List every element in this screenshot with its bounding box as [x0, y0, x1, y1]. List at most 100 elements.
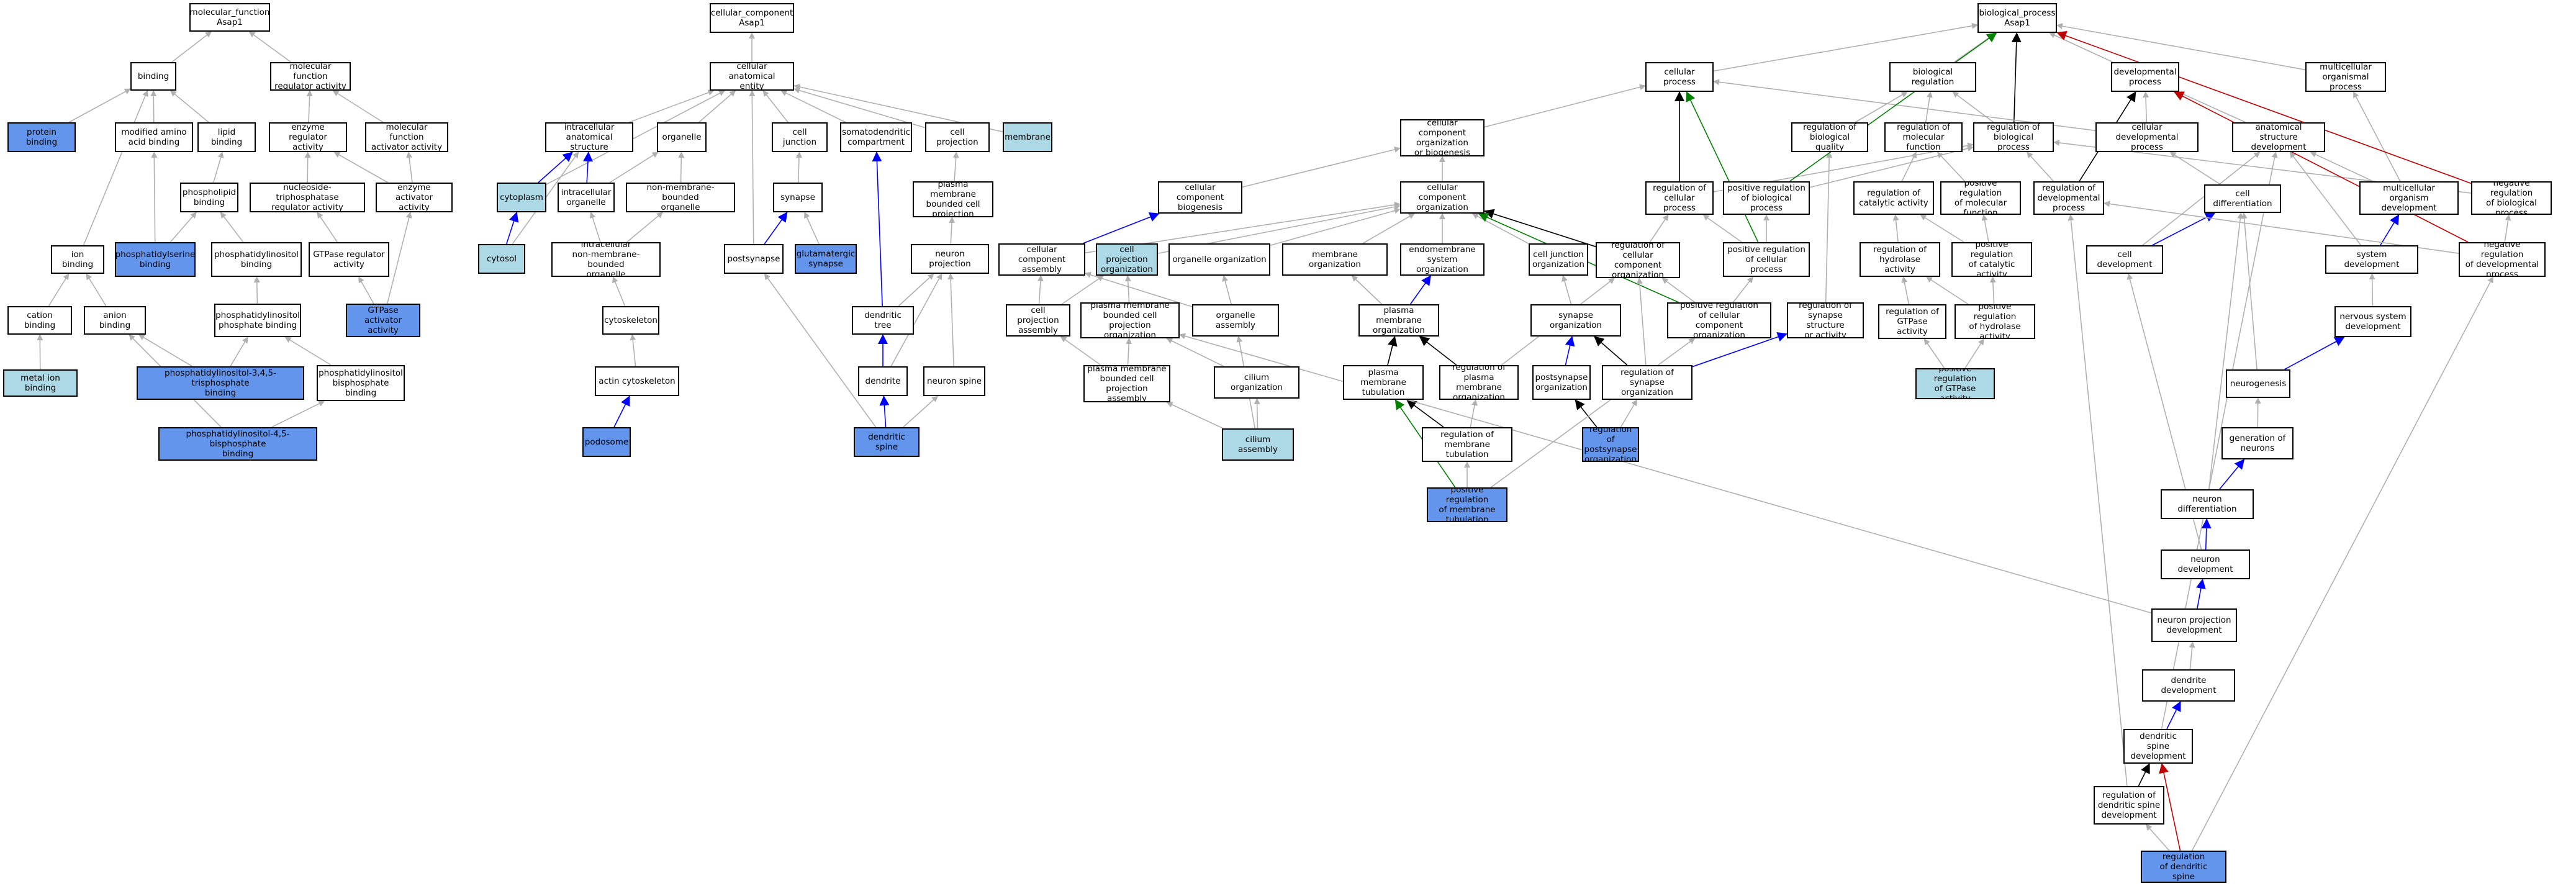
anion-binding-node[interactable]: anion binding — [84, 306, 146, 335]
non-membrane-organelle-node[interactable]: non-membrane-bounded organelle — [626, 183, 735, 212]
enzyme-regulator-node[interactable]: enzyme regulator activity — [269, 122, 347, 152]
mf-regulator-node[interactable]: molecular function regulator activity — [270, 62, 351, 91]
pm-tubulation-node[interactable]: plasma membrane tubulation — [1343, 365, 1424, 400]
pm-org-node[interactable]: plasma membrane organization — [1358, 304, 1439, 337]
endomembrane-org-node[interactable]: endomembrane system organization — [1400, 243, 1485, 276]
neuron-projection-node[interactable]: neuron projection — [911, 244, 989, 274]
neg-reg-bp-node[interactable]: negative regulation of biological proces… — [2471, 181, 2552, 215]
enzyme-activator-node[interactable]: enzyme activator activity — [376, 183, 453, 212]
reg-synapse-structure-node[interactable]: regulation of synapse structure or activ… — [1787, 302, 1864, 338]
synapse-node[interactable]: synapse — [773, 183, 823, 212]
pos-reg-cc-org-node[interactable]: positive regulation of cellular componen… — [1667, 302, 1771, 338]
mf-activator-node[interactable]: molecular function activator activity — [365, 122, 448, 152]
pos-reg-cellular-process-node[interactable]: positive regulation of cellular process — [1723, 242, 1810, 277]
cc-organization-node[interactable]: cellular component organization — [1400, 181, 1485, 214]
cytoskeleton-node[interactable]: cytoskeleton — [602, 306, 659, 335]
intracellular-nmb-organelle-node[interactable]: intracellular non-membrane-bounded organ… — [551, 242, 661, 277]
pi-bisphosphate-binding-node[interactable]: phosphatidylinositol bisphosphate bindin… — [317, 365, 405, 401]
pos-reg-hydrolase-node[interactable]: positive regulation of hydrolase activit… — [1955, 304, 2035, 339]
reg-biological-process-node[interactable]: regulation of biological process — [1973, 122, 2054, 152]
neg-reg-dev-process-node[interactable]: negative regulation of developmental pro… — [2459, 242, 2546, 277]
multicellular-process-node[interactable]: multicellular organismal process — [2305, 62, 2386, 92]
reg-hydrolase-node[interactable]: regulation of hydrolase activity — [1860, 242, 1940, 277]
podosome-node[interactable]: podosome — [582, 427, 631, 457]
membrane-node[interactable]: membrane — [1003, 122, 1052, 152]
intracellular-structure-node[interactable]: intracellular anatomical structure — [545, 122, 633, 152]
phosphatidylserine-binding-node[interactable]: phosphatidylserine binding — [115, 242, 196, 277]
reg-synapse-org-node[interactable]: regulation of synapse organization — [1602, 365, 1692, 400]
neuron-spine-node[interactable]: neuron spine — [923, 366, 985, 396]
cc-org-biogenesis-node[interactable]: cellular component organization or bioge… — [1400, 119, 1485, 156]
postsynapse-node[interactable]: postsynapse — [724, 244, 784, 274]
pm-bounded-proj-assembly-node[interactable]: plasma membrane bounded cell projection … — [1083, 365, 1170, 402]
cc-root-node[interactable]: cellular_component Asap1 — [710, 3, 794, 33]
binding-node[interactable]: binding — [130, 62, 176, 91]
cellular-process-node[interactable]: cellular process — [1645, 62, 1714, 92]
cytosol-node[interactable]: cytosol — [478, 244, 525, 274]
mf-root-node[interactable]: molecular_function Asap1 — [189, 3, 270, 32]
cc-assembly-node[interactable]: cellular component assembly — [998, 243, 1085, 276]
gtpase-regulator-node[interactable]: GTPase regulator activity — [309, 242, 389, 277]
biological-regulation-node[interactable]: biological regulation — [1889, 62, 1976, 92]
cell-development-node[interactable]: cell development — [2086, 245, 2163, 274]
protein-binding-node[interactable]: protein binding — [7, 122, 76, 152]
system-development-node[interactable]: system development — [2325, 245, 2418, 274]
dendritic-spine-dev-node[interactable]: dendritic spine development — [2123, 729, 2193, 764]
dendrite-node[interactable]: dendrite — [858, 366, 908, 396]
organelle-node[interactable]: organelle — [657, 122, 707, 152]
actin-cytoskeleton-node[interactable]: actin cytoskeleton — [595, 366, 679, 396]
organelle-assembly-node[interactable]: organelle assembly — [1192, 304, 1279, 337]
membrane-org-node[interactable]: membrane organization — [1282, 243, 1388, 276]
reg-catalytic-node[interactable]: regulation of catalytic activity — [1853, 181, 1934, 215]
pm-bounded-projection-node[interactable]: plasma membrane bounded cell projection — [913, 181, 993, 217]
neuron-projection-dev-node[interactable]: neuron projection development — [2151, 608, 2237, 642]
neurogenesis-node[interactable]: neurogenesis — [2226, 369, 2290, 398]
glutamatergic-synapse-node[interactable]: glutamatergic synapse — [795, 244, 857, 274]
organelle-org-node[interactable]: organelle organization — [1168, 243, 1270, 276]
reg-molecular-function-node[interactable]: regulation of molecular function — [1884, 122, 1963, 152]
pos-reg-gtpase-node[interactable]: positive regulation of GTPase activity — [1915, 368, 1995, 399]
neg-reg-dendritic-spine-dev-node[interactable]: negative regulation of dendritic spine d… — [2141, 851, 2226, 883]
cell-projection-org-node[interactable]: cell projection organization — [1096, 243, 1158, 276]
postsynapse-org-node[interactable]: postsynapse organization — [1532, 365, 1591, 400]
cell-projection-assembly-node[interactable]: cell projection assembly — [1006, 304, 1070, 337]
pip3-binding-node[interactable]: phosphatidylinositol-3,4,5-trisphosphate… — [137, 366, 304, 400]
pi-binding-node[interactable]: phosphatidylinositol binding — [211, 242, 302, 277]
metal-ion-binding-node[interactable]: metal ion binding — [3, 369, 78, 397]
pos-reg-mf-node[interactable]: positive regulation of molecular functio… — [1940, 181, 2021, 215]
cilium-org-node[interactable]: cilium organization — [1214, 366, 1299, 399]
dendritic-tree-node[interactable]: dendritic tree — [852, 306, 914, 335]
reg-membrane-tubulation-node[interactable]: regulation of membrane tubulation — [1422, 427, 1512, 462]
pm-bounded-proj-org-node[interactable]: plasma membrane bounded cell projection … — [1080, 302, 1180, 338]
dendritic-spine-node[interactable]: dendritic spine — [854, 427, 920, 457]
cellular-dev-process-node[interactable]: cellular developmental process — [2095, 122, 2199, 152]
somatodendritic-node[interactable]: somatodendritic compartment — [840, 122, 912, 152]
anatomical-structure-dev-node[interactable]: anatomical structure development — [2232, 122, 2325, 152]
cc-biogenesis-node[interactable]: cellular component biogenesis — [1158, 181, 1242, 214]
reg-dev-process-node[interactable]: regulation of developmental process — [2033, 181, 2104, 215]
reg-dendritic-spine-dev-node[interactable]: regulation of dendritic spine developmen… — [2094, 786, 2164, 825]
nervous-system-dev-node[interactable]: nervous system development — [2334, 306, 2411, 337]
bp-root-node[interactable]: biological_process Asap1 — [1977, 3, 2057, 33]
cell-differentiation-node[interactable]: cell differentiation — [2204, 184, 2281, 213]
modified-amino-acid-binding-node[interactable]: modified amino acid binding — [115, 122, 193, 152]
pip-binding-node[interactable]: phosphatidylinositol phosphate binding — [214, 304, 301, 337]
dendrite-development-node[interactable]: dendrite development — [2142, 669, 2235, 702]
generation-of-neurons-node[interactable]: generation of neurons — [2221, 427, 2294, 459]
ntp-regulator-node[interactable]: nucleoside-triphosphatase regulator acti… — [250, 183, 365, 212]
reg-postsynapse-org-node[interactable]: regulation of postsynapse organization — [1582, 427, 1639, 462]
neuron-development-node[interactable]: neuron development — [2161, 549, 2250, 579]
developmental-process-node[interactable]: developmental process — [2111, 62, 2179, 92]
cell-junction-node[interactable]: cell junction — [772, 122, 828, 152]
reg-cc-org-node[interactable]: regulation of cellular component organiz… — [1596, 242, 1680, 278]
pos-reg-membrane-tubulation-node[interactable]: positive regulation of membrane tubulati… — [1427, 487, 1507, 522]
cell-projection-node[interactable]: cell projection — [925, 122, 990, 152]
intracellular-organelle-node[interactable]: intracellular organelle — [558, 183, 615, 212]
reg-cellular-process-node[interactable]: regulation of cellular process — [1645, 181, 1714, 215]
cytoplasm-node[interactable]: cytoplasm — [497, 183, 546, 212]
cation-binding-node[interactable]: cation binding — [7, 306, 72, 335]
lipid-binding-node[interactable]: lipid binding — [197, 122, 256, 152]
pos-reg-catalytic-node[interactable]: positive regulation of catalytic activit… — [1951, 242, 2032, 277]
reg-biological-quality-node[interactable]: regulation of biological quality — [1791, 122, 1868, 152]
ion-binding-node[interactable]: ion binding — [51, 245, 104, 274]
